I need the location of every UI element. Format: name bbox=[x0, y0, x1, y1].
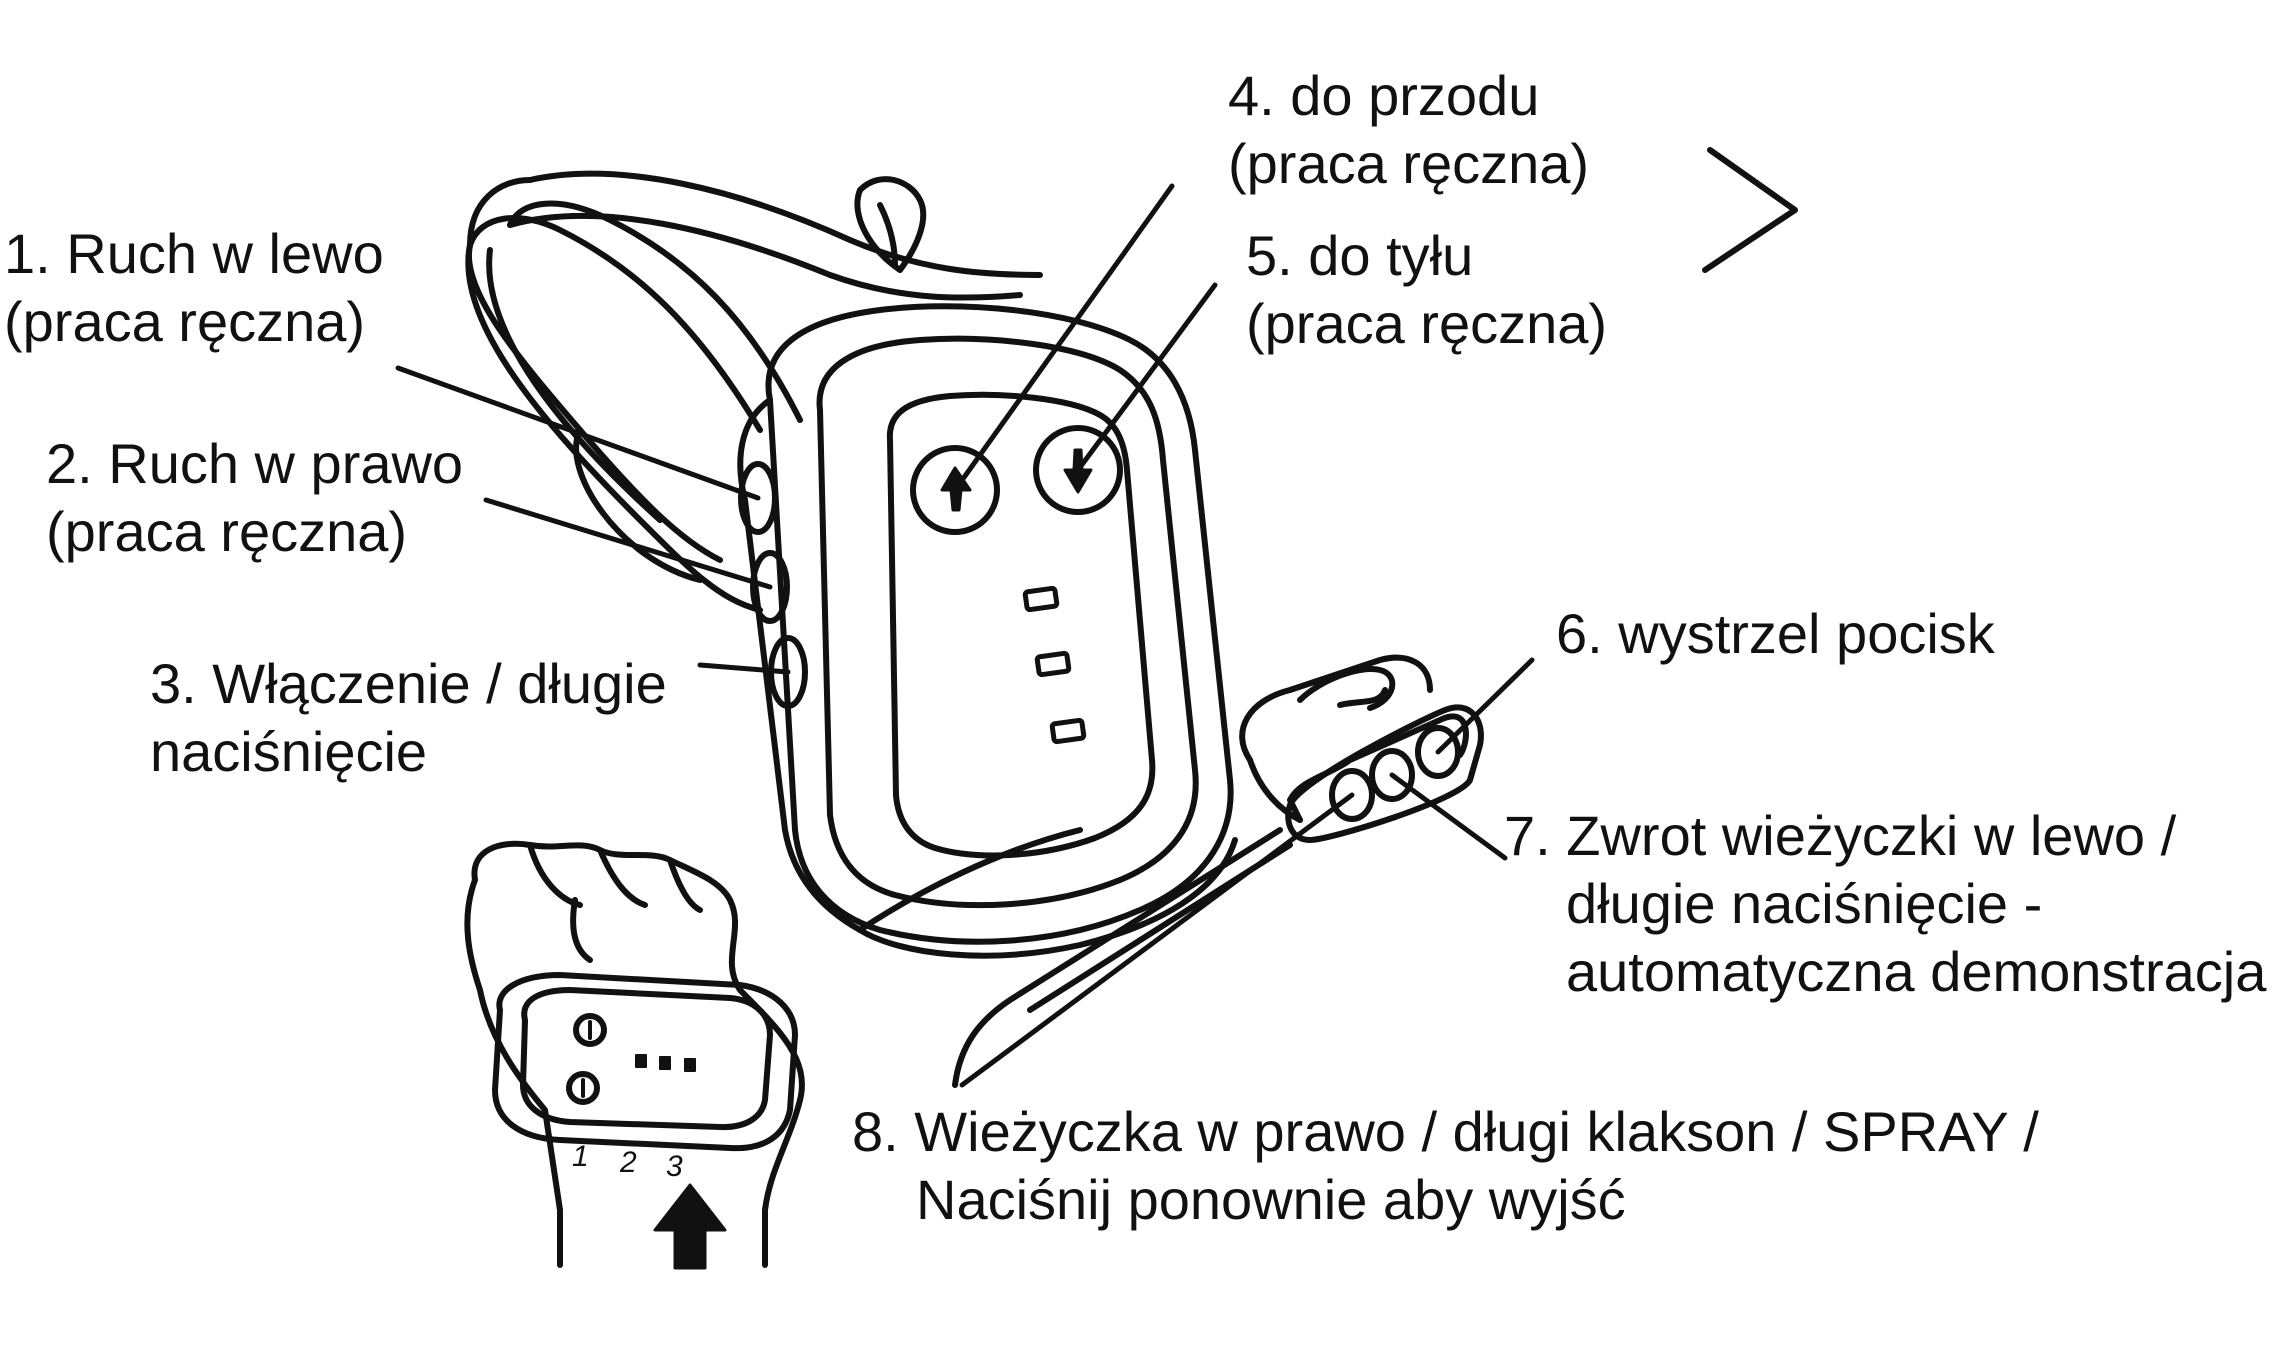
callout-text: do tyłu bbox=[1308, 224, 1474, 287]
callout-3: 3. Włączenie / długie naciśnięcie bbox=[150, 650, 667, 786]
leader-lines bbox=[395, 183, 1535, 1088]
finger-number: 1 bbox=[572, 1140, 589, 1173]
callout-text: automatyczna demonstracja bbox=[1566, 940, 2267, 1003]
callout-text: Ruch w prawo bbox=[108, 432, 464, 495]
callout-1: 1. Ruch w lewo (praca ręczna) bbox=[4, 220, 384, 356]
indicator-lights bbox=[1022, 585, 1087, 745]
callout-number: 6. bbox=[1556, 602, 1603, 665]
inset-hand bbox=[464, 840, 805, 1270]
remote-body bbox=[737, 303, 1238, 959]
callout-text: Zwrot wieżyczki w lewo / bbox=[1566, 804, 2177, 867]
callout-number: 4. bbox=[1228, 64, 1275, 127]
button-turret-left[interactable] bbox=[1369, 748, 1415, 802]
callout-text: do przodu bbox=[1290, 64, 1540, 127]
callout-text: wystrzel pocisk bbox=[1618, 602, 1995, 665]
callout-number: 8. bbox=[852, 1100, 899, 1163]
arrow-up-icon bbox=[653, 1183, 727, 1270]
chevron-right-icon bbox=[1702, 147, 1798, 273]
callout-4: 4. do przodu (praca ręczna) bbox=[1228, 62, 1589, 198]
callout-text: Wieżyczka w prawo / długi klakson / SPRA… bbox=[914, 1100, 2039, 1163]
callout-7: 7. Zwrot wieżyczki w lewo / długie naciś… bbox=[1504, 802, 2266, 1006]
button-fire[interactable] bbox=[1415, 725, 1461, 779]
callout-2: 2. Ruch w prawo (praca ręczna) bbox=[46, 430, 463, 566]
finger-number: 3 bbox=[666, 1150, 683, 1183]
callout-text: naciśnięcie bbox=[150, 720, 428, 783]
callout-text: Ruch w lewo bbox=[66, 222, 384, 285]
callout-8: 8. Wieżyczka w prawo / długi klakson / S… bbox=[852, 1098, 2039, 1234]
callout-number: 7. bbox=[1504, 804, 1551, 867]
callout-6: 6. wystrzel pocisk bbox=[1556, 600, 1995, 668]
wrist-strap bbox=[465, 170, 1043, 613]
callout-text: długie naciśnięcie - bbox=[1566, 872, 2043, 935]
callout-text: (praca ręczna) bbox=[46, 500, 408, 563]
callout-number: 3. bbox=[150, 652, 197, 715]
callout-number: 1. bbox=[4, 222, 51, 285]
button-turret-right[interactable] bbox=[1329, 768, 1375, 822]
callout-text: (praca ręczna) bbox=[1246, 292, 1608, 355]
callout-text: Włączenie / długie bbox=[212, 652, 667, 715]
button-left-move[interactable] bbox=[738, 461, 778, 535]
callout-text: (praca ręczna) bbox=[1228, 132, 1590, 195]
finger-number: 2 bbox=[620, 1146, 637, 1179]
callout-number: 5. bbox=[1246, 224, 1293, 287]
button-right-move[interactable] bbox=[750, 550, 790, 624]
callout-number: 2. bbox=[46, 432, 93, 495]
turret-pod bbox=[857, 654, 1484, 1088]
callout-text: (praca ręczna) bbox=[4, 290, 366, 353]
callout-5: 5. do tyłu (praca ręczna) bbox=[1246, 222, 1607, 358]
callout-text: Naciśnij ponownie aby wyjść bbox=[916, 1168, 1626, 1231]
